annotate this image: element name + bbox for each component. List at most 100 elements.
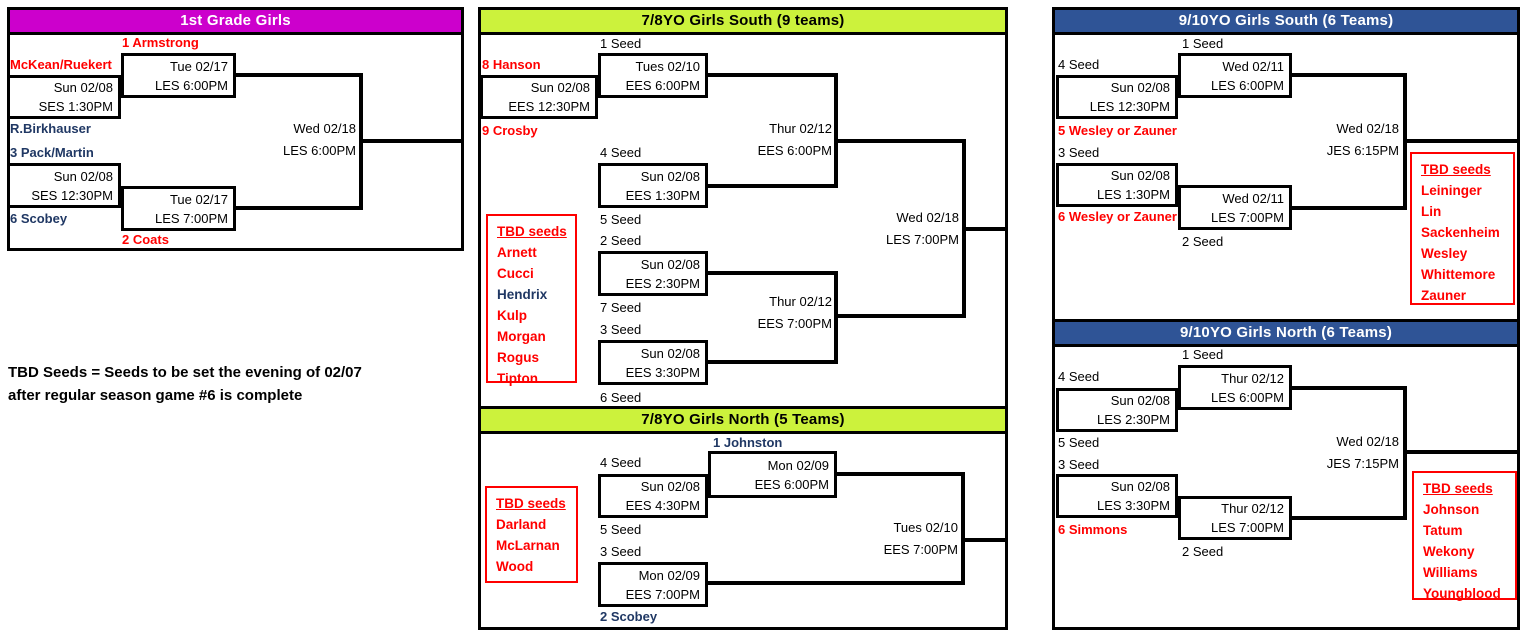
game-box-78n-sf2: Mon 02/09 EES 7:00PM [598, 562, 708, 607]
tbd-name: Kulp [497, 308, 527, 323]
seed-label-4: 4 Seed [600, 455, 642, 470]
seed-label-3: 3 Seed [600, 544, 642, 559]
bracket-box-1st-grade [7, 7, 464, 251]
game-date: Tues 02/10 [893, 520, 958, 535]
connector-line [1403, 450, 1517, 454]
game-time: LES 1:30PM [1097, 187, 1170, 202]
bracket-title-78-north: 7/8YO Girls North (5 Teams) [481, 406, 1005, 434]
game-time: EES 2:30PM [625, 275, 700, 291]
game-date: Sun 02/08 [640, 168, 700, 184]
team-label-wesley-zauner-5: 5 Wesley or Zauner [1058, 123, 1177, 138]
seed-label-5: 5 Seed [1058, 435, 1100, 450]
tbd-name: Wekony [1423, 544, 1475, 559]
seed-label-5: 5 Seed [600, 212, 642, 227]
game-box-910n-r1b: Sun 02/08 LES 3:30PM [1056, 474, 1178, 518]
team-label-wesley-zauner-6: 6 Wesley or Zauner [1058, 209, 1177, 224]
tbd-name: Zauner [1421, 288, 1467, 303]
game-time: EES 12:30PM [508, 99, 590, 114]
game-time: EES 3:30PM [625, 364, 700, 380]
connector-line [708, 360, 838, 364]
game-time: LES 6:00PM [155, 77, 228, 93]
bracket-title-910-north: 9/10YO Girls North (6 Teams) [1055, 319, 1517, 347]
team-label-mckean-ruekert: McKean/Ruekert [10, 57, 112, 72]
seed-label-1: 1 Seed [600, 36, 642, 51]
connector-line [961, 538, 1005, 542]
game-time: EES 6:00PM [754, 476, 829, 492]
game-time: JES 7:15PM [1326, 456, 1399, 471]
tbd-name: Tatum [1423, 523, 1463, 538]
final-game-910n: Wed 02/18 JES 7:15PM [1283, 431, 1399, 475]
game-date: Thur 02/12 [769, 121, 832, 136]
game-box-g1-sf2: Tue 02/17 LES 7:00PM [121, 186, 236, 231]
seed-label-3: 3 Seed [600, 322, 642, 337]
game-box-910s-r1b: Sun 02/08 LES 1:30PM [1056, 163, 1178, 207]
game-box-910n-sf1: Thur 02/12 LES 6:00PM [1178, 365, 1292, 410]
connector-line [708, 271, 838, 275]
game-date: Sun 02/08 [53, 80, 113, 95]
seed-label-7: 7 Seed [600, 300, 642, 315]
game-date: Sun 02/08 [1110, 393, 1170, 408]
team-label-crosby: 9 Crosby [482, 123, 538, 138]
seed-label-1: 1 Seed [1182, 36, 1224, 51]
tbd-name: Youngblood [1423, 586, 1501, 601]
team-label-scobey: 6 Scobey [10, 211, 68, 226]
final-game-910s: Wed 02/18 JES 6:15PM [1283, 118, 1399, 162]
tbd-name: Tipton [497, 371, 538, 386]
game-time: LES 6:00PM [283, 143, 356, 158]
tbd-heading: TBD seeds [1423, 481, 1493, 496]
connector-line [1292, 386, 1407, 390]
game-box-g1-sf1: Tue 02/17 LES 6:00PM [121, 53, 236, 98]
game-box-910n-r1a: Sun 02/08 LES 2:30PM [1056, 388, 1178, 432]
connector-line [1292, 516, 1407, 520]
connector-line [1403, 139, 1517, 143]
connector-line [708, 581, 965, 585]
tbd-seeds-box-910n: TBD seeds Johnson Tatum Wekony Williams … [1412, 471, 1517, 601]
final-game-g1: Wed 02/18 LES 6:00PM [238, 118, 356, 162]
game-time: LES 3:30PM [1097, 498, 1170, 513]
game-date: Thur 02/12 [769, 294, 832, 309]
game-date: Sun 02/08 [640, 345, 700, 361]
game-date: Sun 02/08 [530, 80, 590, 95]
tbd-name: Morgan [497, 329, 546, 344]
game-time: LES 6:00PM [1211, 77, 1284, 93]
game-date: Wed 02/18 [1336, 434, 1399, 449]
game-time: LES 6:00PM [1211, 389, 1284, 405]
tbd-name: Arnett [497, 245, 537, 260]
game-time: EES 6:00PM [625, 77, 700, 93]
game-date: Thur 02/12 [1221, 501, 1284, 516]
game-box-78n-r1: Sun 02/08 EES 4:30PM [598, 474, 708, 518]
game-box-910s-sf1: Wed 02/11 LES 6:00PM [1178, 53, 1292, 98]
semifinal-game-78s-2: Thur 02/12 EES 7:00PM [715, 291, 832, 335]
seed-label-3: 3 Seed [1058, 457, 1100, 472]
seed-label-4: 4 Seed [1058, 57, 1100, 72]
connector-line [837, 472, 965, 476]
tbd-heading: TBD seeds [496, 496, 566, 511]
game-date: Mon 02/09 [638, 567, 700, 583]
game-box-910n-sf2: Thur 02/12 LES 7:00PM [1178, 496, 1292, 540]
game-box-78s-qf2: Sun 02/08 EES 1:30PM [598, 163, 708, 208]
connector-line [708, 73, 838, 77]
seed-label-1: 1 Seed [1182, 347, 1224, 362]
seed-label-6: 6 Seed [600, 390, 642, 405]
tbd-name: Williams [1423, 565, 1478, 580]
team-label-simmons: 6 Simmons [1058, 522, 1128, 537]
final-game-78n: Tues 02/10 EES 7:00PM [841, 517, 958, 561]
seed-label-5: 5 Seed [600, 522, 642, 537]
seed-label-3: 3 Seed [1058, 145, 1100, 160]
game-date: Sun 02/08 [640, 256, 700, 272]
tbd-seeds-box-78n: TBD seeds Darland McLarnan Wood [485, 486, 578, 583]
bracket-box-78yo [478, 7, 1008, 630]
tbd-seeds-note: TBD Seeds = Seeds to be set the evening … [8, 361, 362, 407]
bracket-title-78-south: 7/8YO Girls South (9 teams) [481, 10, 1005, 35]
game-box-78s-qf3: Sun 02/08 EES 2:30PM [598, 251, 708, 296]
game-time: LES 7:00PM [886, 232, 959, 247]
tbd-heading: TBD seeds [1421, 162, 1491, 177]
game-date: Mon 02/09 [767, 457, 829, 473]
game-time: EES 7:00PM [757, 316, 832, 331]
game-date: Sun 02/08 [53, 168, 113, 184]
game-time: EES 7:00PM [883, 542, 958, 557]
game-time: EES 1:30PM [625, 187, 700, 203]
final-game-78s: Wed 02/18 LES 7:00PM [843, 207, 959, 251]
tbd-name: Wesley [1421, 246, 1468, 261]
connector-line [236, 73, 363, 77]
